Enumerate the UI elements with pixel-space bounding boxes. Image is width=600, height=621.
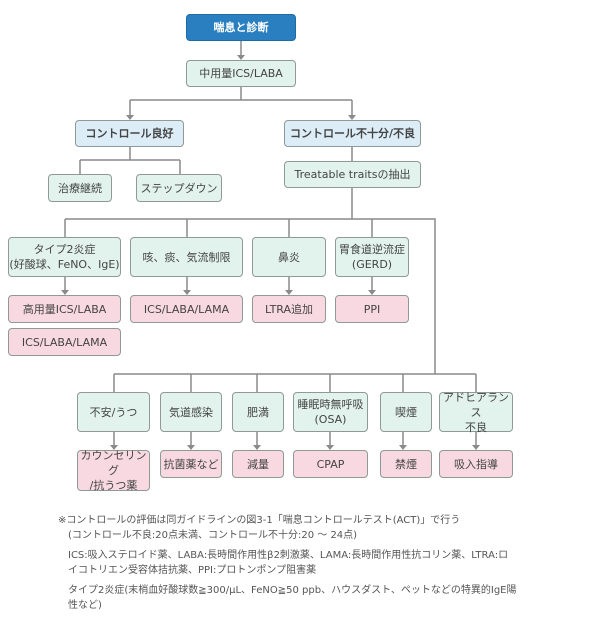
title-node: 喘息と診断 <box>186 14 296 41</box>
treatment-triple: ICS/LABA/LAMA <box>8 328 121 356</box>
trait-adherence: アドヒアランス 不良 <box>439 391 513 434</box>
treatment-inhaler-guidance: 吸入指導 <box>439 450 513 478</box>
stepdown-node: ステップダウン <box>136 174 222 202</box>
trait-obesity: 肥満 <box>232 392 284 432</box>
treatment-weight-loss: 減量 <box>232 450 284 478</box>
footnote-control: ※コントロールの評価は同ガイドラインの図3-1「喘息コントロールテスト(ACT)… <box>58 515 461 526</box>
arrowheads <box>61 55 480 450</box>
trait-osa: 睡眠時無呼吸 (OSA) <box>293 392 368 432</box>
trait-rhinitis: 鼻炎 <box>252 237 326 277</box>
treatment-quit-smoking: 禁煙 <box>380 450 432 478</box>
treatment-counseling: カウンセリング /抗うつ薬 <box>77 449 150 492</box>
control-good-node: コントロール良好 <box>75 120 184 147</box>
trait-infection: 気道感染 <box>160 392 222 432</box>
control-poor-node: コントロール不十分/不良 <box>284 120 421 147</box>
trait-smoking: 喫煙 <box>380 392 432 432</box>
treatment-high-dose: 高用量ICS/LABA <box>8 295 121 323</box>
trait-anxiety: 不安/うつ <box>77 392 150 432</box>
medium-dose-node: 中用量ICS/LABA <box>186 60 296 87</box>
trait-cough: 咳、痰、気流制限 <box>130 237 243 277</box>
trait-gerd: 胃食道逆流症 (GERD) <box>335 237 409 277</box>
treatment-cpap: CPAP <box>293 450 368 478</box>
continue-node: 治療継続 <box>48 174 112 202</box>
footnote-type2: タイプ2炎症(末梢血好酸球数≧300/μL、FeNO≧50 ppb、ハウスダスト… <box>68 585 517 611</box>
treatment-ltra: LTRA追加 <box>252 295 326 323</box>
treatable-traits-node: Treatable traitsの抽出 <box>284 161 421 188</box>
treatment-antibiotics: 抗菌薬など <box>160 450 222 478</box>
trait-type2: タイプ2炎症 (好酸球、FeNO、IgE) <box>8 237 121 277</box>
treatment-triple-cough: ICS/LABA/LAMA <box>130 295 243 323</box>
footnote-abbreviations: ICS:吸入ステロイド薬、LABA:長時間作用性β2刺激薬、LAMA:長時間作用… <box>68 550 509 576</box>
treatment-ppi: PPI <box>335 295 409 323</box>
footnote-scores: (コントロール不良:20点未満、コントロール不十分:20 〜 24点) <box>68 530 358 541</box>
